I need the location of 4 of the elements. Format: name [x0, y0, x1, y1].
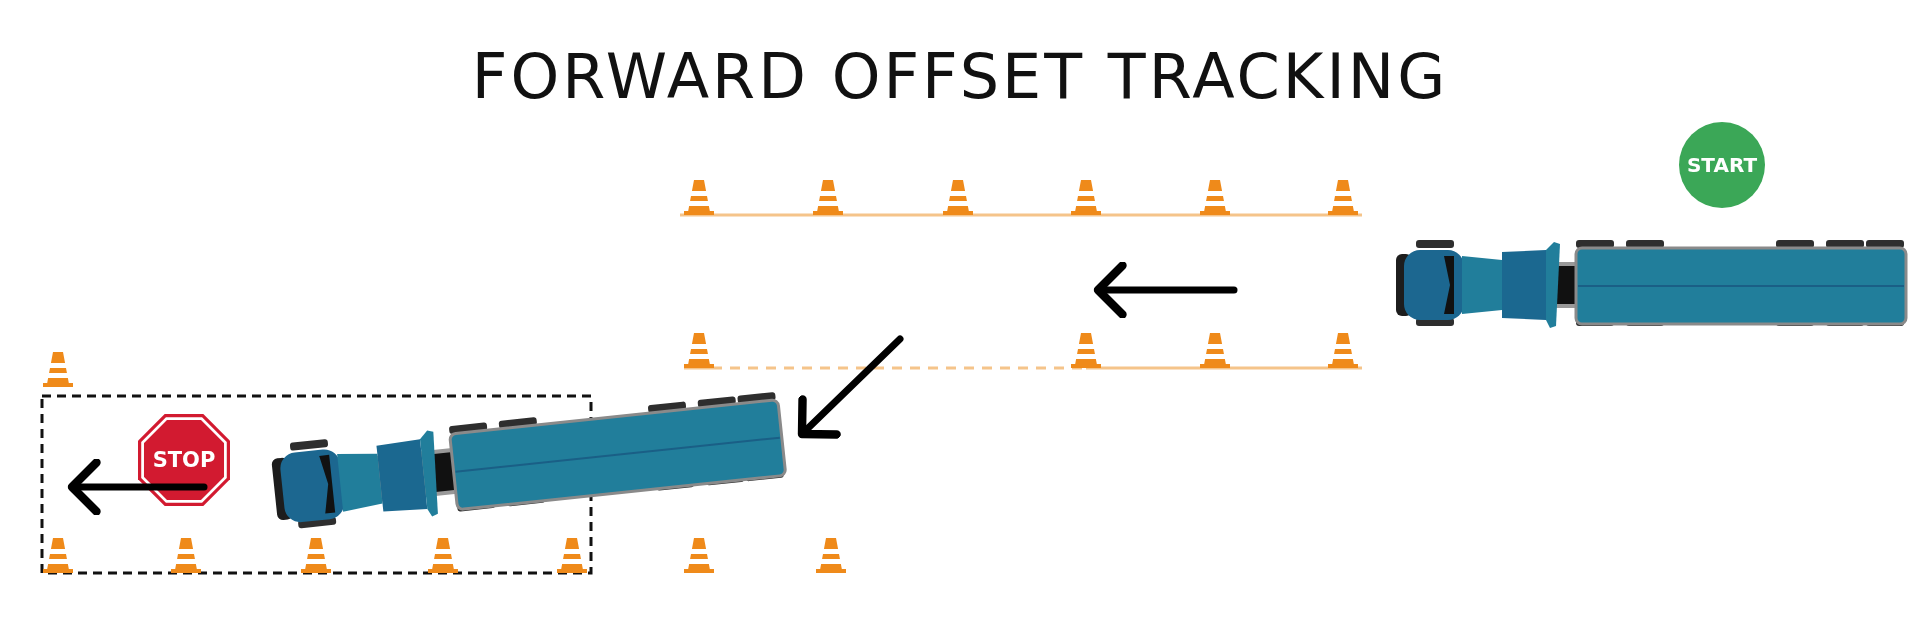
sign-text: START: [1686, 153, 1758, 177]
sign-text: STOP: [152, 448, 216, 472]
stop-sign: [138, 414, 230, 506]
diagram-title: FORWARD OFFSET TRACKING: [470, 40, 1450, 113]
